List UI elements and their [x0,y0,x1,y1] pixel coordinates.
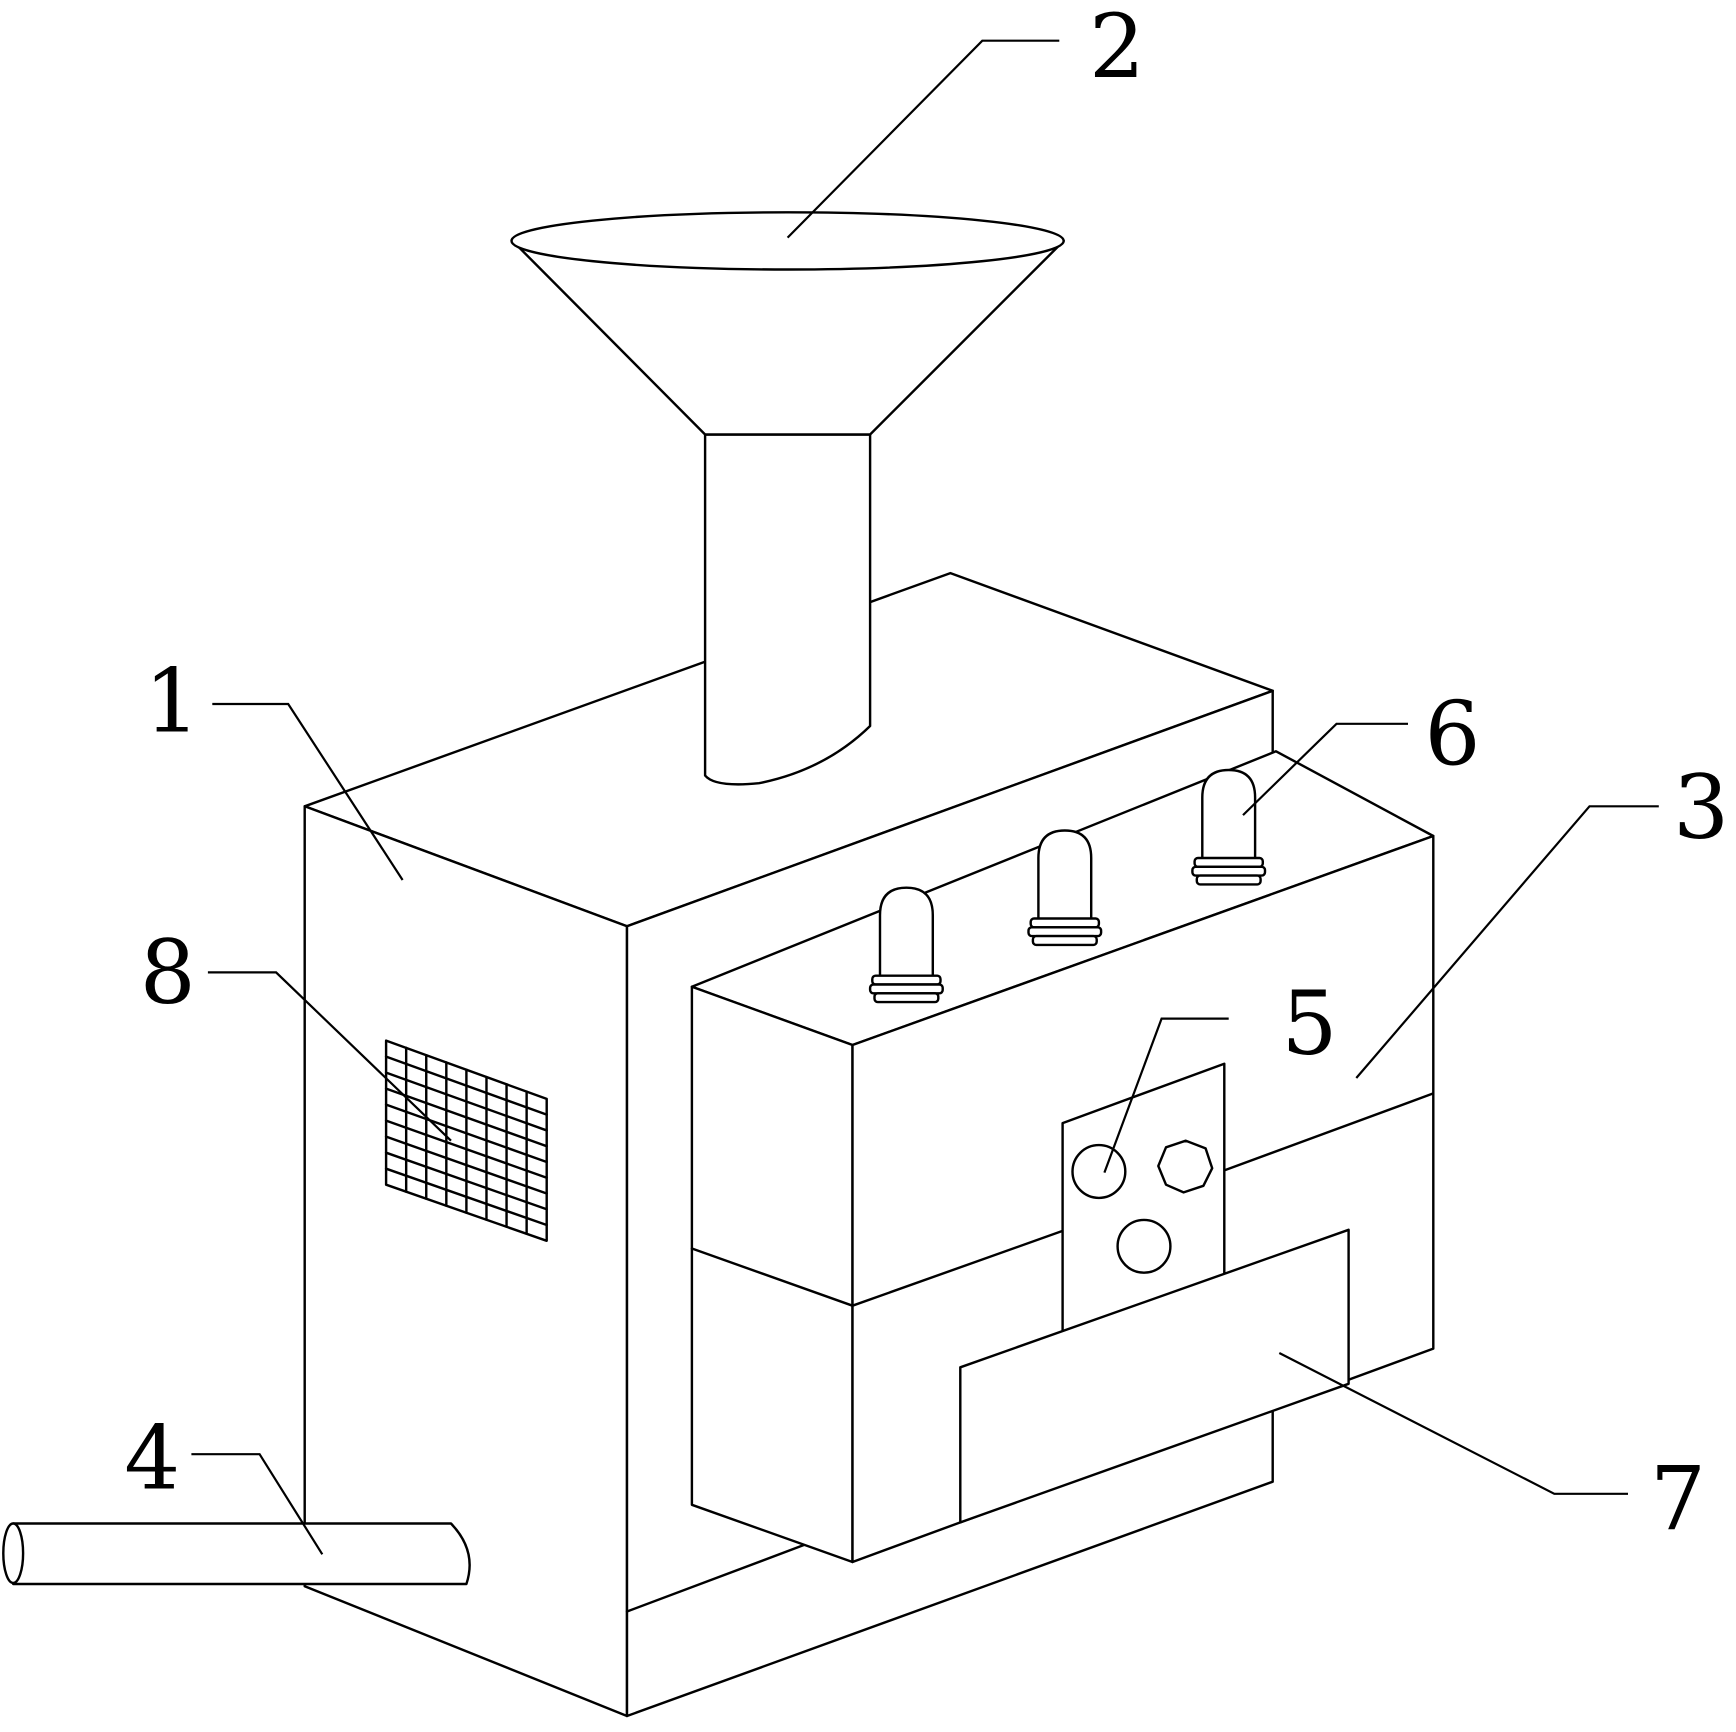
cabinet-front-face [690,985,854,1564]
cabinet-band-left [690,1247,854,1307]
button-1 [1071,1143,1127,1200]
ventilation-grille [384,1039,548,1243]
callout-7: 7 [1650,1447,1706,1550]
grille-horizontal-bar [384,1119,548,1179]
grille-horizontal-bar [384,1055,548,1116]
callout-8: 8 [140,921,196,1024]
leader-6 [1242,722,1409,816]
leader-8 [207,971,452,1142]
indicator-lamps [868,768,1267,1004]
discharge-pipe [2,1522,471,1586]
cabinet-band-right-b [1223,1092,1435,1172]
button-2 [1157,1139,1214,1194]
drawer-front [959,1228,1350,1524]
grille-mesh [384,1046,548,1235]
grille-horizontal-bar [384,1071,548,1132]
housing-base-band [625,1542,810,1613]
collection-drawer [959,1228,1350,1524]
leader-lines [191,39,1659,1555]
indicator-lamp-1 [868,886,944,1004]
leader-7 [1278,1352,1629,1495]
grille-horizontal-bar [384,1135,548,1195]
callout-1: 1 [144,650,200,753]
button-3 [1116,1218,1172,1274]
button-panel [1061,1062,1226,1335]
callout-3: 3 [1673,756,1729,859]
leader-3 [1355,805,1659,1079]
hopper-rim [510,211,1065,271]
cabinet-band-right-a [851,1229,1064,1307]
feed-hopper [510,211,1065,786]
leader-2 [786,39,1060,239]
indicator-lamp-2 [1027,829,1103,947]
grille-horizontal-bar [384,1103,548,1164]
callout-labels: 1 2 3 4 5 6 7 8 [124,0,1729,1550]
callout-4: 4 [124,1406,180,1509]
pipe-end [2,1522,25,1585]
callout-6: 6 [1425,683,1481,786]
hopper-neck [703,433,872,786]
callout-5: 5 [1282,972,1338,1075]
pipe-body [11,1522,471,1586]
grille-horizontal-bar [384,1151,548,1211]
grille-horizontal-bar [384,1167,548,1227]
callout-2: 2 [1089,0,1145,98]
indicator-lamp-3 [1191,768,1267,886]
leader-4 [191,1453,324,1555]
grille-horizontal-bar [384,1087,548,1148]
leader-5 [1103,1017,1229,1173]
leader-1 [212,702,404,881]
